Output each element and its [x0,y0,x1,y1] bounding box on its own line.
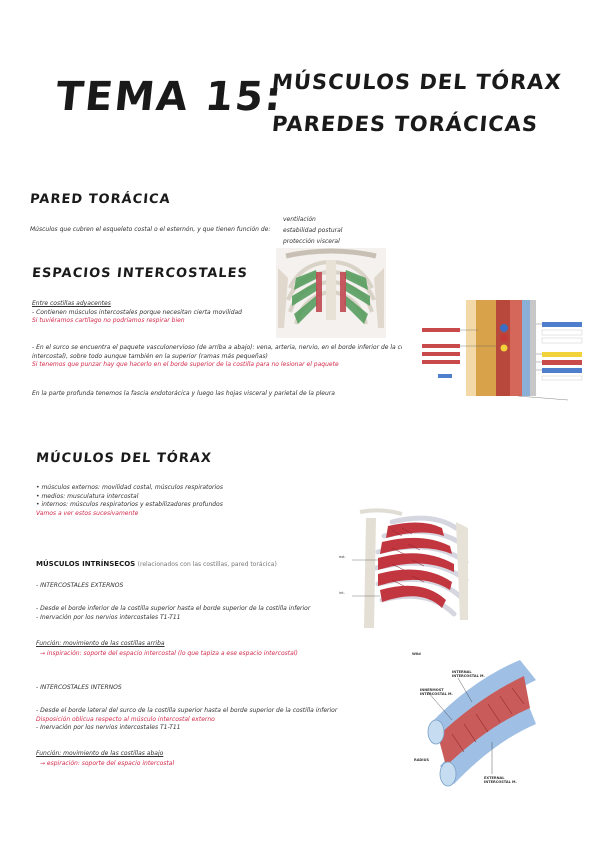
label-internal: INTERNAL INTERCOSTAL M. [452,670,485,678]
musculos-item: • internos: músculos respiratorios y est… [36,501,223,509]
espacios-line: - En el surco se encuentra el paquete va… [32,344,402,351]
page-title: TEMA 15: [53,74,286,120]
function-item: estabilidad postural [283,227,343,234]
espacios-line: Si tuviéramos cartílago no podríamos res… [32,317,185,325]
section-heading-pared: PARED TORÁCICA [29,192,172,207]
pared-text: Músculos que cubren el esqueleto costal … [30,226,271,233]
ext-line: - Inervación por los nervios intercostal… [36,613,181,621]
function-item: ventilación [283,216,316,223]
int-line: Disposición oblicua respecto al músculo … [36,715,215,723]
espacios-line: Entre costillas adyacentes [32,300,111,307]
ext-function: Función: movimiento de las costillas arr… [36,640,165,647]
section-heading-espacios: ESPACIOS INTERCOSTALES [31,266,249,281]
ext-line: - Desde el borde inferior de la costilla… [36,605,311,612]
espacios-line: Si tenemos que punzar hay que hacerlo en… [32,361,339,369]
int-result: → espiración: soporte del espacio interc… [40,760,175,767]
ext-intercostal-body: - Desde el borde inferior de la costilla… [36,605,366,622]
musculos-item: • medios: musculatura intercostal [36,492,139,500]
musculos-item: • músculos externos: movilidad costal, m… [36,484,223,491]
intercostal-detail-illustration [412,650,540,800]
section-heading-intrinsecos: MÚSCULOS INTRÍNSECOS (relacionados con l… [36,560,277,568]
label-radius: RADIUS [414,758,429,762]
espacios-fascia: En la parte profunda tenemos la fascia e… [32,390,335,397]
subtitle-line-1: MÚSCULOS DEL TÓRAX [270,70,563,94]
function-item: protección visceral [283,238,340,245]
section-heading-musculos: MÚCULOS DEL TÓRAX [35,451,213,466]
espacios-line: intercostal), sobre todo aunque también … [32,352,268,360]
int-line: - Inervación por los nervios intercostal… [36,724,181,732]
musculos-note: Vamos a ver estos sucesivamente [36,509,139,517]
intercostal-muscles-illustration [352,508,476,630]
intercostal-cross-section [418,294,588,402]
espacios-text: Entre costillas adyacentes - Contienen m… [32,300,242,326]
musculos-list: • músculos externos: movilidad costal, m… [36,484,223,518]
subtitle-line-2: PAREDES TORÁCICAS [270,112,540,136]
espacios-text-2: - En el surco se encuentra el paquete va… [32,344,402,372]
int-function: Función: movimiento de las costillas aba… [36,750,164,757]
int-line: - Desde el borde lateral del surco de la… [36,707,338,714]
figure-tag: Wild [412,652,421,656]
int-intercostal-body: - Desde el borde lateral del surco de la… [36,707,366,733]
int-intercostal-title: - INTERCOSTALES INTERNOS [36,684,122,691]
ribcage-illustration [276,248,386,338]
espacios-line: - Contienen músculos intercostales porqu… [32,308,242,316]
ext-intercostal-title: - INTERCOSTALES EXTERNOS [36,582,124,589]
rib-label-ext: ext. [339,555,346,559]
pared-functions: ventilación estabilidad postural protecc… [283,214,342,247]
intrinsecos-title: MÚSCULOS INTRÍNSECOS [36,560,136,568]
label-innermost: INNERMOST INTERCOSTAL M. [420,688,453,696]
rib-label-int: int. [339,591,345,595]
ext-result: → inspiración: soporte del espacio inter… [40,650,298,657]
label-external: EXTERNAL INTERCOSTAL M. [484,776,517,784]
intrinsecos-note: (relacionados con las costillas, pared t… [137,561,277,568]
